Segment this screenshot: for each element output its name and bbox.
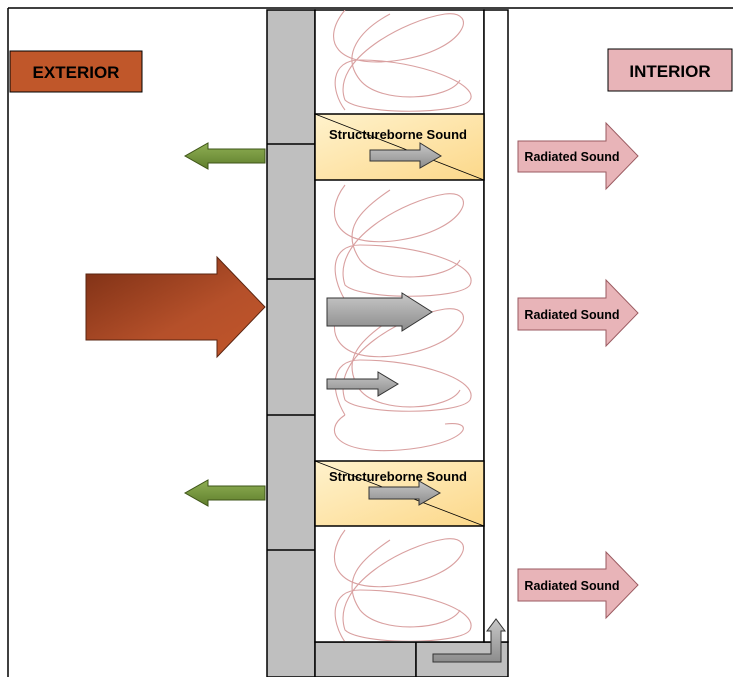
radiated-sound-arrow-top: Radiated Sound [517,121,639,191]
interior-label-text: INTERIOR [629,62,710,81]
insulation-batt [333,10,472,641]
stud-transmit-arrow-top [369,142,442,169]
cavity-transmit-arrow-large [326,292,433,332]
exterior-label: EXTERIOR [9,50,143,93]
diagram-frame [7,7,733,677]
structureborne-label-bottom: Structureborne Sound [329,469,467,484]
radiated-label-top: Radiated Sound [524,150,619,164]
radiated-sound-arrow-bottom: Radiated Sound [517,550,639,620]
masonry-wall [266,9,316,677]
incident-sound-arrow [85,255,266,359]
interior-drywall [483,9,509,643]
stud-top [314,113,485,181]
exterior-label-text: EXTERIOR [33,63,120,82]
stud-transmit-arrow-bottom [368,480,442,506]
interior-label: INTERIOR [607,48,733,92]
floor-flanking-arrow [432,618,506,663]
flanking-arrow-top [183,142,266,170]
structureborne-label-top: Structureborne Sound [329,127,467,142]
cavity-transmit-arrow-small [326,371,399,397]
flanking-arrow-bottom [183,479,266,507]
stud-bottom [314,460,485,527]
radiated-sound-arrow-middle: Radiated Sound [517,278,639,348]
radiated-label-bottom: Radiated Sound [524,579,619,593]
radiated-label-middle: Radiated Sound [524,308,619,322]
